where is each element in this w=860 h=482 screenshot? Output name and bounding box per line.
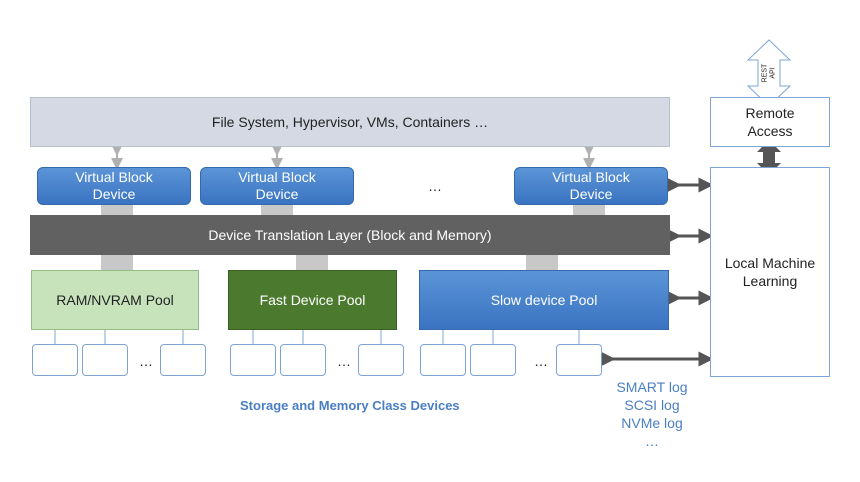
vbd-1-line2: Device: [92, 186, 136, 202]
file-system-label: File System, Hypervisor, VMs, Containers…: [211, 114, 489, 130]
nvme-log: NVMe log: [621, 415, 683, 431]
api-label: API: [768, 67, 776, 79]
smart-log: SMART log: [616, 379, 688, 395]
vbd-2-line1: Virtual Block: [238, 169, 316, 185]
device-translation-layer: Device Translation Layer (Block and Memo…: [30, 215, 670, 255]
rest-label: REST: [760, 63, 768, 83]
dtl-label: Device Translation Layer (Block and Memo…: [208, 227, 492, 243]
vbd-ellipsis: …: [428, 178, 442, 194]
lml-line2: Learning: [742, 273, 798, 289]
vbd-dtl-connector-2: [261, 205, 293, 217]
remote-line1: Remote: [745, 105, 795, 121]
device-box: [420, 344, 466, 376]
virtual-block-device-3: Virtual Block Device: [514, 167, 668, 205]
remote-line2: Access: [747, 123, 793, 139]
device-box: [32, 344, 78, 376]
device-ellipsis-3: …: [534, 353, 548, 369]
lml-line1: Local Machine: [724, 255, 816, 271]
device-box: [160, 344, 206, 376]
virtual-block-device-1: Virtual Block Device: [37, 167, 191, 205]
vbd-dtl-connector-1: [101, 205, 133, 217]
ram-pool-label: RAM/NVRAM Pool: [56, 292, 174, 308]
scsi-log: SCSI log: [624, 397, 680, 413]
remote-ml-arrow: [757, 140, 781, 175]
pool-device-lines: [54, 330, 580, 344]
device-ellipsis-2: …: [337, 353, 351, 369]
log-ellipsis: …: [645, 433, 659, 449]
vbd-2-line2: Device: [255, 186, 299, 202]
slow-device-pool: Slow device Pool: [419, 270, 669, 330]
dtl-pool-connector-3: [526, 255, 558, 271]
fast-pool-label: Fast Device Pool: [259, 292, 366, 308]
device-ellipsis-1: …: [139, 353, 153, 369]
slow-pool-label: Slow device Pool: [490, 292, 598, 308]
vbd-1-line1: Virtual Block: [75, 169, 153, 185]
device-box: [82, 344, 128, 376]
vbd-3-line1: Virtual Block: [552, 169, 630, 185]
device-box: [280, 344, 326, 376]
devices-caption: Storage and Memory Class Devices: [240, 398, 460, 413]
ml-arrows: [600, 177, 714, 367]
device-box: [470, 344, 516, 376]
ram-nvram-pool: RAM/NVRAM Pool: [31, 270, 199, 330]
file-system-bar: File System, Hypervisor, VMs, Containers…: [30, 97, 670, 147]
rest-api-label: REST API: [757, 62, 781, 84]
local-machine-learning: Local Machine Learning: [710, 167, 830, 377]
virtual-block-device-2: Virtual Block Device: [200, 167, 354, 205]
vbd-3-line2: Device: [569, 186, 613, 202]
device-box: [556, 344, 602, 376]
fast-device-pool: Fast Device Pool: [228, 270, 397, 330]
log-list: SMART log SCSI log NVMe log …: [612, 378, 692, 450]
remote-access: Remote Access: [710, 97, 830, 147]
dtl-pool-connector-2: [296, 255, 328, 271]
device-box: [358, 344, 404, 376]
dtl-pool-connector-1: [101, 255, 133, 271]
vbd-dtl-connector-3: [573, 205, 605, 217]
device-box: [230, 344, 276, 376]
